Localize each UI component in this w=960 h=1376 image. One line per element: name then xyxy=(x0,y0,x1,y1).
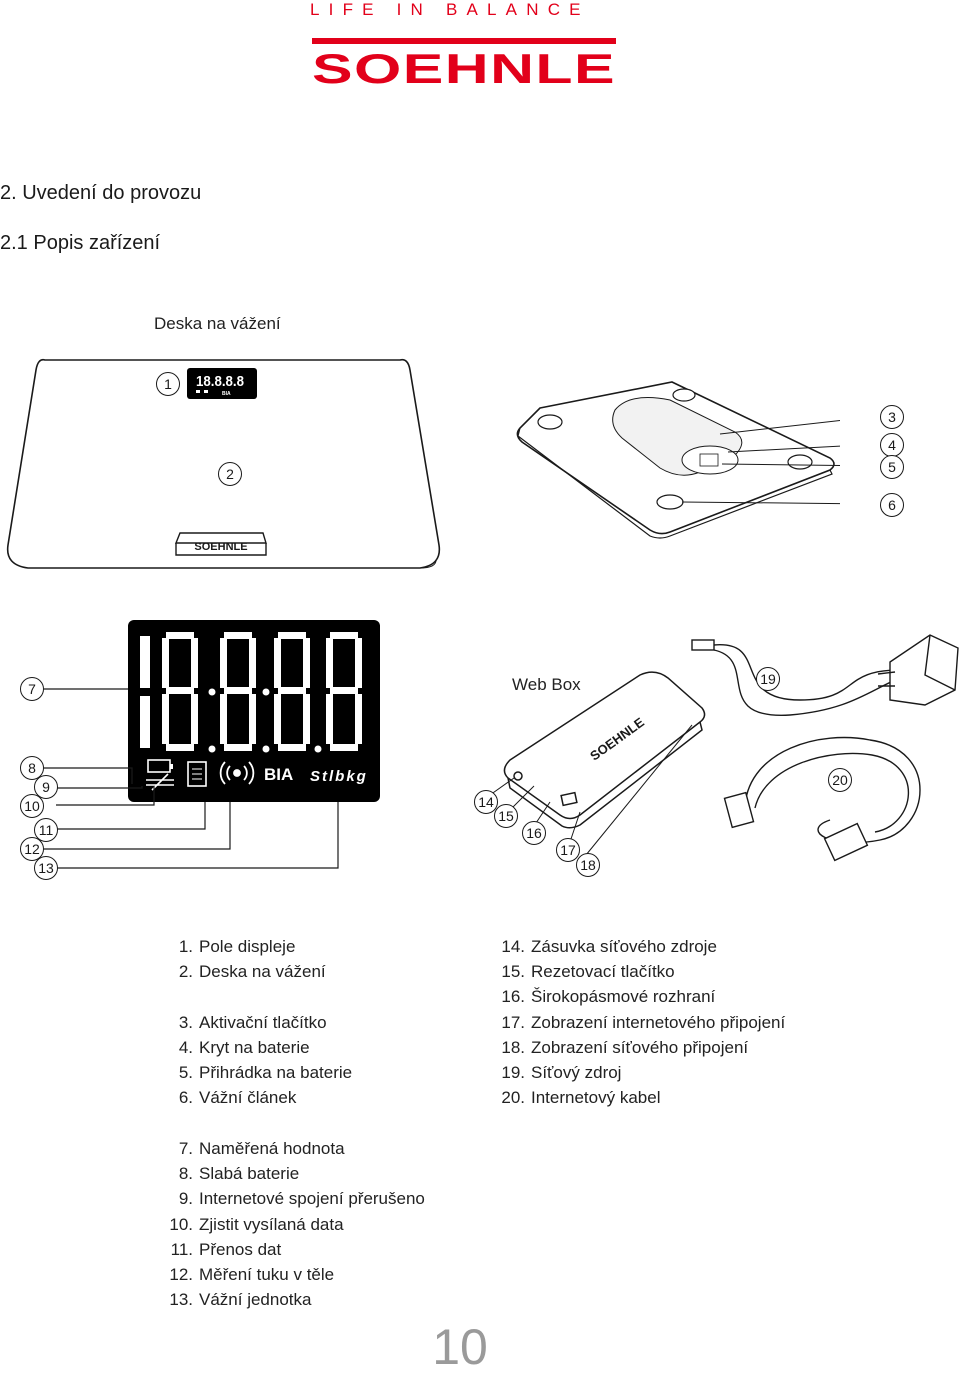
callout-20: 20 xyxy=(828,768,852,792)
callout-19: 19 xyxy=(756,667,780,691)
list-item: 11.Přenos dat xyxy=(170,1239,282,1259)
list-item: 20.Internetový kabel xyxy=(501,1088,661,1108)
section-subtitle: 2.1 Popis zařízení xyxy=(0,232,161,254)
list-item: 12.Měření tuku v těle xyxy=(169,1264,335,1284)
list-item: 8.Slabá baterie xyxy=(178,1164,300,1184)
units-label: Stlbkg xyxy=(310,768,368,785)
callout-16: 16 xyxy=(522,821,546,845)
callout-18: 18 xyxy=(576,853,600,877)
callout-5: 5 xyxy=(880,455,904,479)
list-item: 13.Vážní jednotka xyxy=(169,1290,312,1310)
logo-text: SOEHNLE xyxy=(312,45,616,88)
callout-7: 7 xyxy=(20,677,44,701)
list-item: 6.Vážní článek xyxy=(178,1088,297,1108)
list-item: 2.Deska na vážení xyxy=(178,962,326,982)
list-item: 19.Síťový zdroj xyxy=(501,1062,622,1082)
list-item: 1.Pole displeje xyxy=(178,937,296,956)
bia-label: BIA xyxy=(264,765,293,784)
list-item: 16.Širokopásmové rozhraní xyxy=(501,987,716,1007)
list-item: 9.Internetové spojení přerušeno xyxy=(178,1189,425,1209)
list-item: 14.Zásuvka síťového zdroje xyxy=(501,937,717,956)
webbox-device: SOEHNLE xyxy=(503,671,706,829)
parts-list-left: 1.Pole displeje 2.Deska na vážení 3.Akti… xyxy=(160,934,352,1110)
data-sheet-icon xyxy=(187,761,207,787)
list-item: 7.Naměřená hodnota xyxy=(178,1139,345,1158)
parts-list-display: 7.Naměřená hodnota 8.Slabá baterie 9.Int… xyxy=(160,1136,425,1312)
section-title: 2. Uvedení do provozu xyxy=(0,182,202,204)
list-item: 18.Zobrazení síťového připojení xyxy=(501,1037,749,1057)
list-item: 17.Zobrazení internetového připojení xyxy=(501,1012,786,1032)
svg-text:18.8.8.8: 18.8.8.8 xyxy=(196,373,244,390)
callout-3: 3 xyxy=(880,405,904,429)
callout-4: 4 xyxy=(880,433,904,457)
list-item: 15.Rezetovací tlačítko xyxy=(501,962,675,982)
display-leader-lines xyxy=(44,688,339,869)
callout-2: 2 xyxy=(218,462,242,486)
callout-15: 15 xyxy=(494,804,518,828)
power-supply xyxy=(691,634,959,716)
svg-text:BIA: BIA xyxy=(222,391,231,397)
callout-1: 1 xyxy=(156,372,180,396)
scale-logo: SOEHNLE xyxy=(194,541,247,553)
list-item: 10.Zjistit vysílaná data xyxy=(169,1214,344,1234)
list-item: 3.Aktivační tlačítko xyxy=(178,1012,327,1032)
callout-12: 12 xyxy=(20,837,44,861)
scale-caption: Deska na vážení xyxy=(154,314,281,333)
display-digits xyxy=(140,632,362,753)
transmission-icon xyxy=(219,761,255,785)
callout-13: 13 xyxy=(34,856,58,880)
network-interrupted-icon xyxy=(146,773,174,791)
soehnle-logo: SOEHNLE xyxy=(312,38,616,88)
page-number: 10 xyxy=(432,1319,488,1375)
battery-icon xyxy=(147,759,173,773)
callout-10: 10 xyxy=(20,794,44,818)
list-item: 5.Přihrádka na baterie xyxy=(178,1062,353,1082)
callout-14: 14 xyxy=(474,790,498,814)
callout-6: 6 xyxy=(880,493,904,517)
webbox-caption: Web Box xyxy=(512,675,581,694)
large-display: BIA Stlbkg xyxy=(128,620,380,802)
callout-9: 9 xyxy=(34,775,58,799)
scale-bottom-view xyxy=(516,381,840,539)
callout-17: 17 xyxy=(556,838,580,862)
webbox-illustration: SOEHNLE xyxy=(489,634,959,862)
brand-tagline: LIFE IN BALANCE xyxy=(310,0,590,19)
list-item: 4.Kryt na baterie xyxy=(178,1037,310,1057)
parts-list-right: 14.Zásuvka síťového zdroje 15.Rezetovací… xyxy=(492,934,785,1110)
internet-cable xyxy=(723,736,921,862)
